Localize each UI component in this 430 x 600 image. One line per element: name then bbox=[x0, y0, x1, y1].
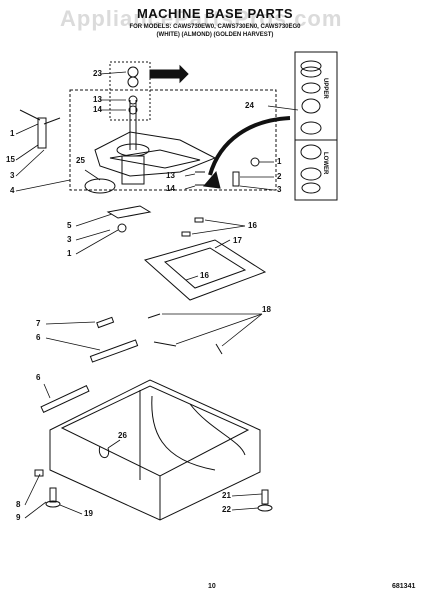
callout-24: 24 bbox=[245, 101, 254, 110]
callout-1: 1 bbox=[67, 249, 72, 258]
callout-1: 1 bbox=[10, 129, 15, 138]
callout-21: 21 bbox=[222, 491, 231, 500]
callout-4: 4 bbox=[10, 186, 15, 195]
page-number: 10 bbox=[208, 583, 216, 590]
watermark: AppliancePartsPros.com bbox=[60, 6, 343, 31]
callout-16: 16 bbox=[248, 221, 257, 230]
callout-26: 26 bbox=[118, 431, 127, 440]
callout-3: 3 bbox=[67, 235, 72, 244]
callout-23: 23 bbox=[93, 69, 102, 78]
models-line: FOR MODELS: CAWS730EW0, CAWS730EN0, CAWS… bbox=[129, 24, 301, 30]
callout-16: 16 bbox=[200, 271, 209, 280]
diagram-title: MACHINE BASE PARTS bbox=[136, 6, 294, 21]
callout-17: 17 bbox=[233, 236, 242, 245]
callout-25: 25 bbox=[76, 156, 85, 165]
callout-6: 6 bbox=[36, 373, 41, 382]
inset-lower-label: LOWER bbox=[322, 152, 328, 175]
callout-18: 18 bbox=[262, 305, 271, 314]
inset-box bbox=[294, 51, 338, 201]
colors-line: (WHITE) (ALMOND) (GOLDEN HARVEST) bbox=[156, 32, 274, 38]
callout-14: 14 bbox=[93, 105, 102, 114]
callout-7: 7 bbox=[36, 319, 41, 328]
callout-2: 2 bbox=[277, 172, 282, 181]
callout-3: 3 bbox=[10, 171, 15, 180]
callout-9: 9 bbox=[16, 513, 21, 522]
doc-code: 681341 bbox=[392, 583, 416, 590]
callout-5: 5 bbox=[67, 221, 72, 230]
callout-3: 3 bbox=[277, 185, 282, 194]
callout-14: 14 bbox=[166, 184, 175, 193]
callout-22: 22 bbox=[222, 505, 231, 514]
callout-13: 13 bbox=[93, 95, 102, 104]
callout-8: 8 bbox=[16, 500, 21, 509]
upper-assembly-box bbox=[69, 89, 277, 191]
callout-1: 1 bbox=[277, 157, 282, 166]
callout-13: 13 bbox=[166, 171, 175, 180]
callout-15: 15 bbox=[6, 155, 15, 164]
callout-19: 19 bbox=[84, 509, 93, 518]
callout-6: 6 bbox=[36, 333, 41, 342]
inset-upper-label: UPPER bbox=[322, 78, 328, 99]
